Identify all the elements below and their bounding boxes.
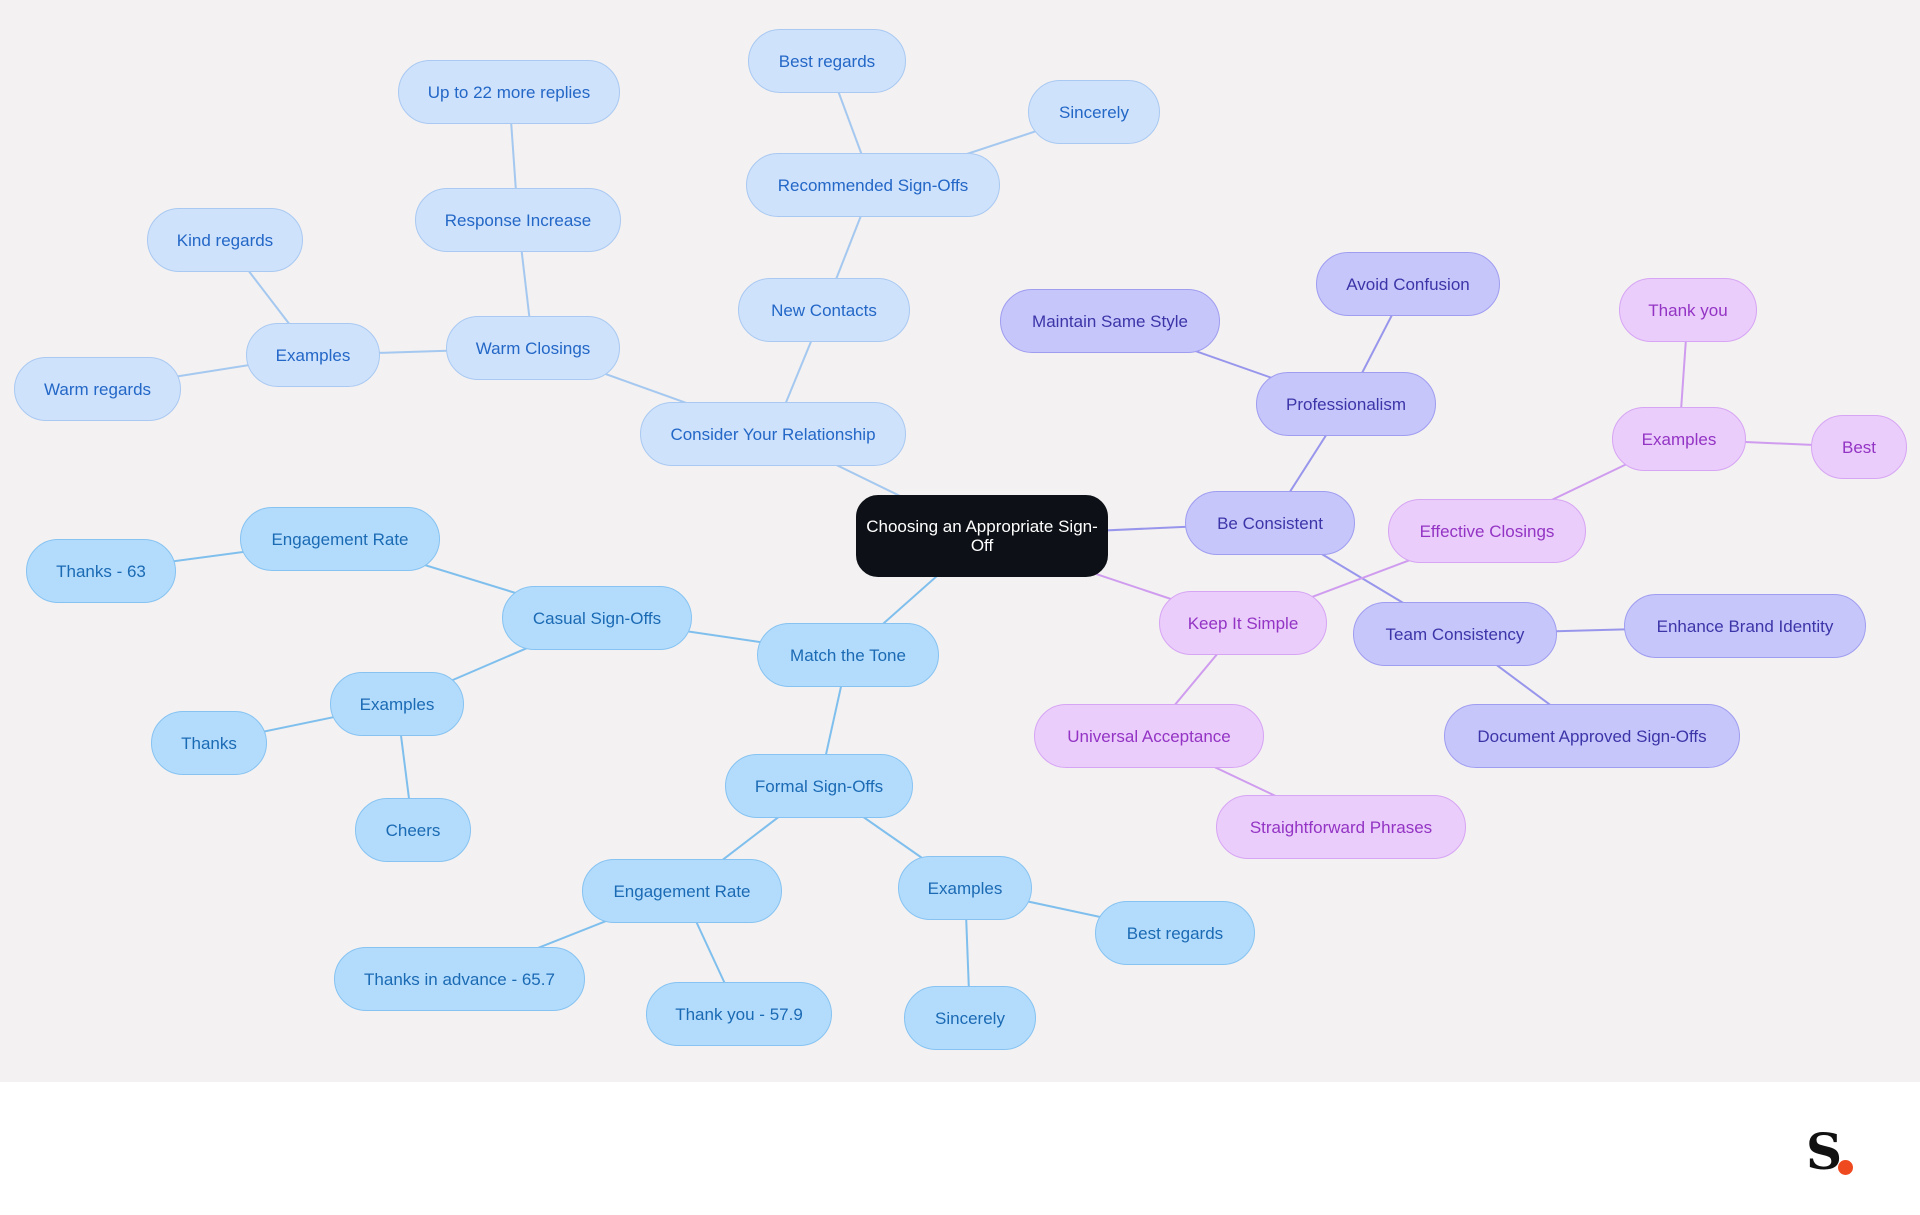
node-label: Examples	[1641, 429, 1717, 449]
node-kind-regards[interactable]: Kind regards	[147, 208, 303, 272]
node-label: Best	[1841, 437, 1877, 457]
node-label: Engagement Rate	[271, 529, 409, 549]
node-cheers[interactable]: Cheers	[355, 798, 471, 862]
node-label: Recommended Sign-Offs	[777, 175, 969, 195]
node-label: New Contacts	[771, 300, 877, 320]
node-be-consistent[interactable]: Be Consistent	[1185, 491, 1355, 555]
node-professionalism[interactable]: Professionalism	[1256, 372, 1436, 436]
node-label: Team Consistency	[1385, 624, 1525, 644]
node-avoid-confusion[interactable]: Avoid Confusion	[1316, 252, 1500, 316]
node-label: Examples	[275, 345, 351, 365]
node-new-contacts[interactable]: New Contacts	[738, 278, 910, 342]
node-label: Thank you - 57.9	[675, 1004, 803, 1024]
node-up-to-22-more-replies[interactable]: Up to 22 more replies	[398, 60, 620, 124]
node-recommended-sign-offs[interactable]: Recommended Sign-Offs	[746, 153, 1000, 217]
mindmap-canvas: Choosing an Appropriate Sign-Off Conside…	[0, 0, 1920, 1082]
node-label: Examples	[359, 694, 435, 714]
node-document-approved-sign-offs[interactable]: Document Approved Sign-Offs	[1444, 704, 1740, 768]
node-universal-acceptance[interactable]: Universal Acceptance	[1034, 704, 1264, 768]
node-formal-sign-offs[interactable]: Formal Sign-Offs	[725, 754, 913, 818]
node-examples[interactable]: Examples	[330, 672, 464, 736]
node-label: Sincerely	[1059, 102, 1129, 122]
node-warm-regards[interactable]: Warm regards	[14, 357, 181, 421]
node-best-regards[interactable]: Best regards	[748, 29, 906, 93]
node-maintain-same-style[interactable]: Maintain Same Style	[1000, 289, 1220, 353]
node-label: Effective Closings	[1419, 521, 1555, 541]
node-keep-it-simple[interactable]: Keep It Simple	[1159, 591, 1327, 655]
node-label: Sincerely	[935, 1008, 1005, 1028]
node-label: Response Increase	[444, 210, 592, 230]
node-engagement-rate[interactable]: Engagement Rate	[240, 507, 440, 571]
node-examples[interactable]: Examples	[898, 856, 1032, 920]
node-label: Warm Closings	[475, 338, 591, 358]
node-label: Best regards	[778, 51, 876, 71]
brand-logo-icon: S	[1806, 1124, 1876, 1180]
node-label: Professionalism	[1286, 394, 1406, 414]
node-best[interactable]: Best	[1811, 415, 1907, 479]
node-warm-closings[interactable]: Warm Closings	[446, 316, 620, 380]
node-label: Formal Sign-Offs	[754, 776, 884, 796]
logo-dot-icon	[1838, 1160, 1853, 1175]
node-casual-sign-offs[interactable]: Casual Sign-Offs	[502, 586, 692, 650]
node-label: Thank you	[1648, 300, 1728, 320]
node-engagement-rate[interactable]: Engagement Rate	[582, 859, 782, 923]
node-label: Casual Sign-Offs	[532, 608, 662, 628]
node-examples[interactable]: Examples	[246, 323, 380, 387]
node-sincerely[interactable]: Sincerely	[904, 986, 1036, 1050]
node-label: Match the Tone	[790, 645, 906, 665]
node-thank-you-57-9[interactable]: Thank you - 57.9	[646, 982, 832, 1046]
node-label: Warm regards	[43, 379, 152, 399]
node-examples[interactable]: Examples	[1612, 407, 1746, 471]
node-label: Avoid Confusion	[1346, 274, 1470, 294]
node-label: Straightforward Phrases	[1249, 817, 1433, 837]
node-team-consistency[interactable]: Team Consistency	[1353, 602, 1557, 666]
node-label: Choosing an Appropriate Sign-Off	[866, 517, 1098, 555]
node-consider-relationship[interactable]: Consider Your Relationship	[640, 402, 906, 466]
node-thanks[interactable]: Thanks	[151, 711, 267, 775]
node-label: Kind regards	[176, 230, 274, 250]
node-label: Engagement Rate	[613, 881, 751, 901]
node-enhance-brand-identity[interactable]: Enhance Brand Identity	[1624, 594, 1866, 658]
node-label: Be Consistent	[1217, 513, 1323, 533]
node-label: Consider Your Relationship	[670, 424, 876, 444]
node-label: Examples	[927, 878, 1003, 898]
node-thank-you[interactable]: Thank you	[1619, 278, 1757, 342]
node-label: Best regards	[1126, 923, 1224, 943]
node-best-regards[interactable]: Best regards	[1095, 901, 1255, 965]
node-match-the-tone[interactable]: Match the Tone	[757, 623, 939, 687]
node-label: Enhance Brand Identity	[1656, 616, 1834, 636]
node-label: Up to 22 more replies	[427, 82, 591, 102]
node-label: Thanks - 63	[56, 561, 146, 581]
node-effective-closings[interactable]: Effective Closings	[1388, 499, 1586, 563]
node-label: Cheers	[385, 820, 441, 840]
node-label: Thanks in advance - 65.7	[364, 969, 555, 989]
node-label: Maintain Same Style	[1032, 311, 1188, 331]
node-label: Document Approved Sign-Offs	[1477, 726, 1707, 746]
root-node[interactable]: Choosing an Appropriate Sign-Off	[856, 495, 1108, 577]
node-label: Thanks	[181, 733, 237, 753]
node-thanks-63[interactable]: Thanks - 63	[26, 539, 176, 603]
node-response-increase[interactable]: Response Increase	[415, 188, 621, 252]
logo-letter: S	[1806, 1122, 1843, 1181]
node-sincerely[interactable]: Sincerely	[1028, 80, 1160, 144]
node-label: Keep It Simple	[1187, 613, 1299, 633]
node-thanks-in-advance[interactable]: Thanks in advance - 65.7	[334, 947, 585, 1011]
node-straightforward-phrases[interactable]: Straightforward Phrases	[1216, 795, 1466, 859]
node-label: Universal Acceptance	[1067, 726, 1231, 746]
